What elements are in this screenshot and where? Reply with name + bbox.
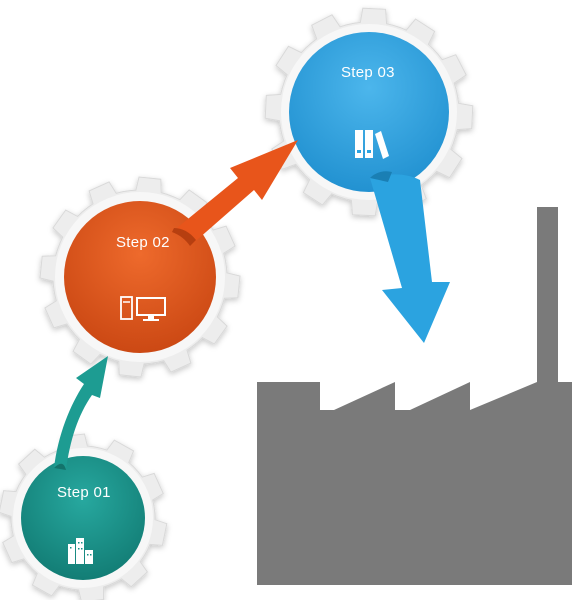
factory-icon	[257, 207, 572, 585]
binders-icon	[355, 130, 389, 159]
step-01-circle	[21, 456, 145, 580]
step-02-label: Step 02	[116, 234, 170, 251]
step-01-label: Step 01	[57, 484, 111, 501]
computer-icon	[120, 296, 166, 321]
arrow-step02-to-step03	[172, 140, 298, 246]
buildings-icon	[68, 538, 93, 564]
step-03-label: Step 03	[341, 64, 395, 81]
arrow-step03-to-factory	[370, 171, 450, 343]
step-03-circle	[289, 32, 449, 192]
step-02-circle	[64, 201, 216, 353]
arrow-step01-to-step02	[54, 356, 108, 470]
